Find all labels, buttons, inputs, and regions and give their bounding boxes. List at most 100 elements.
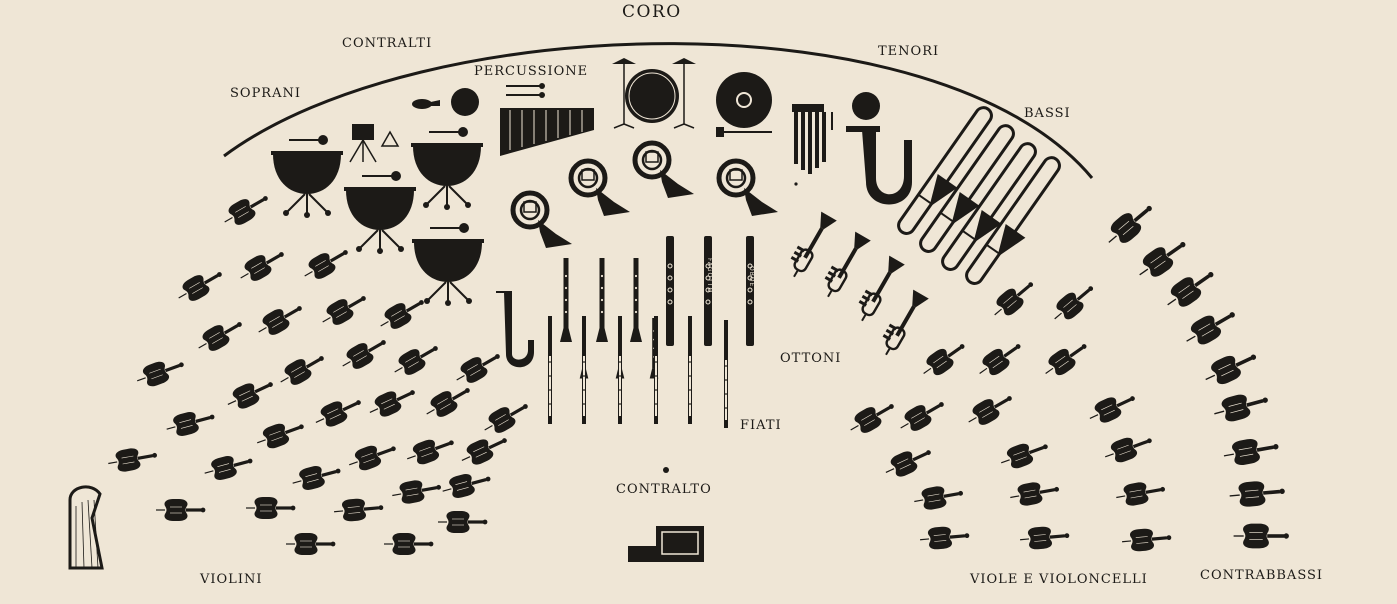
violin-icon bbox=[245, 496, 296, 520]
gong-icon bbox=[716, 72, 772, 137]
trumpet-icon bbox=[816, 228, 872, 303]
violin-icon bbox=[252, 297, 308, 343]
violin-icon bbox=[192, 313, 248, 359]
tambourine-icon bbox=[451, 88, 479, 116]
timpani-icon bbox=[410, 126, 484, 211]
saxophone-icon bbox=[496, 291, 534, 368]
violin-icon bbox=[298, 241, 354, 287]
violin-icon bbox=[336, 331, 392, 377]
violin-icon bbox=[996, 435, 1052, 474]
viole-violoncelli-section bbox=[844, 274, 1173, 554]
flute-icon bbox=[724, 320, 728, 428]
violin-icon bbox=[420, 379, 476, 425]
violin-icon bbox=[1120, 525, 1173, 554]
flute-icon bbox=[548, 316, 552, 424]
violin-icon bbox=[456, 429, 512, 472]
violin-icon bbox=[478, 395, 534, 441]
violin-icon bbox=[987, 274, 1041, 324]
xylophone-icon bbox=[500, 108, 594, 156]
ottoni-label: OTTONI bbox=[780, 351, 842, 366]
violin-icon bbox=[252, 415, 308, 454]
violin-icon bbox=[1210, 386, 1272, 427]
violin-icon bbox=[364, 381, 420, 424]
violin-icon bbox=[1199, 344, 1262, 392]
violin-icon bbox=[1131, 232, 1193, 286]
contralti-label: CONTRALTI bbox=[342, 36, 433, 51]
contralto-label: CONTRALTO bbox=[616, 482, 712, 497]
cymbals-icon bbox=[672, 58, 696, 64]
french-horn-icon bbox=[635, 143, 694, 198]
fagotto-inscription: FAGOTTO bbox=[706, 258, 713, 294]
violin-icon bbox=[1159, 262, 1221, 316]
clarinet-icon bbox=[596, 258, 608, 342]
violin-icon bbox=[289, 459, 344, 495]
violin-icon bbox=[310, 391, 366, 434]
bassi-label: BASSI bbox=[1024, 106, 1071, 121]
violin-icon bbox=[172, 263, 228, 309]
violin-icon bbox=[389, 475, 444, 507]
tuba-icon bbox=[846, 126, 912, 205]
horn-section bbox=[513, 143, 778, 248]
timpani-icon bbox=[411, 222, 485, 307]
flute-icon bbox=[618, 316, 622, 424]
triangle-icon bbox=[380, 130, 400, 147]
timpani-group bbox=[270, 126, 485, 307]
trumpet-icon bbox=[874, 286, 930, 361]
violin-icon bbox=[383, 532, 434, 556]
violin-icon bbox=[1100, 429, 1156, 468]
violin-icon bbox=[222, 373, 278, 416]
violin-icon bbox=[1227, 478, 1287, 509]
clarinet-section bbox=[560, 258, 659, 379]
fiati-label: FIATI bbox=[740, 418, 782, 433]
choir-arc bbox=[223, 42, 1094, 179]
violini-label: VIOLINI bbox=[200, 572, 263, 587]
violin-icon bbox=[374, 291, 430, 337]
violin-icon bbox=[962, 387, 1018, 433]
timpani-icon bbox=[343, 170, 417, 255]
clarinet-icon bbox=[630, 258, 642, 342]
violin-icon bbox=[437, 510, 488, 534]
violin-icon bbox=[1179, 302, 1242, 353]
flute-icon bbox=[582, 316, 586, 424]
contrabbassi-label: CONTRABBASSI bbox=[1200, 568, 1324, 583]
violin-icon bbox=[844, 395, 900, 441]
french-horn-icon bbox=[571, 161, 630, 216]
violin-icon bbox=[450, 345, 506, 391]
soloist-marker bbox=[663, 467, 669, 473]
tenori-label: TENORI bbox=[878, 44, 940, 59]
violin-icon bbox=[1047, 278, 1101, 328]
violin-icon bbox=[316, 287, 372, 333]
timpani-icon bbox=[270, 134, 344, 219]
violin-icon bbox=[1007, 477, 1062, 509]
violin-icon bbox=[402, 431, 458, 470]
trumpet-icon bbox=[850, 252, 906, 327]
violin-icon bbox=[234, 243, 290, 289]
violin-icon bbox=[218, 187, 274, 233]
bass-drum-icon bbox=[612, 58, 696, 129]
bassoon-icon bbox=[665, 235, 675, 347]
flute-icon bbox=[688, 316, 692, 424]
violin-icon bbox=[344, 437, 400, 476]
french-horn-icon bbox=[513, 193, 572, 248]
french-horn-icon bbox=[719, 161, 778, 216]
trumpet-icon bbox=[782, 208, 838, 283]
violin-icon bbox=[894, 393, 950, 439]
viole-violoncelli-label: VIOLE E VIOLONCELLI bbox=[970, 572, 1148, 587]
violin-icon bbox=[1018, 523, 1071, 552]
trombone-section bbox=[893, 103, 1074, 295]
oboe-inscription: OBOE bbox=[748, 266, 755, 288]
percussione-label: PERCUSSIONE bbox=[474, 64, 589, 79]
tubular-bells-icon bbox=[792, 104, 833, 186]
violin-icon bbox=[439, 467, 494, 503]
violin-icon bbox=[916, 335, 971, 384]
violin-icon bbox=[132, 353, 188, 392]
violin-icon bbox=[918, 523, 971, 552]
bassoon-icon bbox=[745, 235, 755, 347]
violin-icon bbox=[163, 405, 218, 441]
violin-icon bbox=[1113, 477, 1168, 509]
violin-icon bbox=[1221, 433, 1282, 469]
snare-stand-icon bbox=[352, 124, 374, 140]
violin-icon bbox=[1038, 335, 1093, 384]
